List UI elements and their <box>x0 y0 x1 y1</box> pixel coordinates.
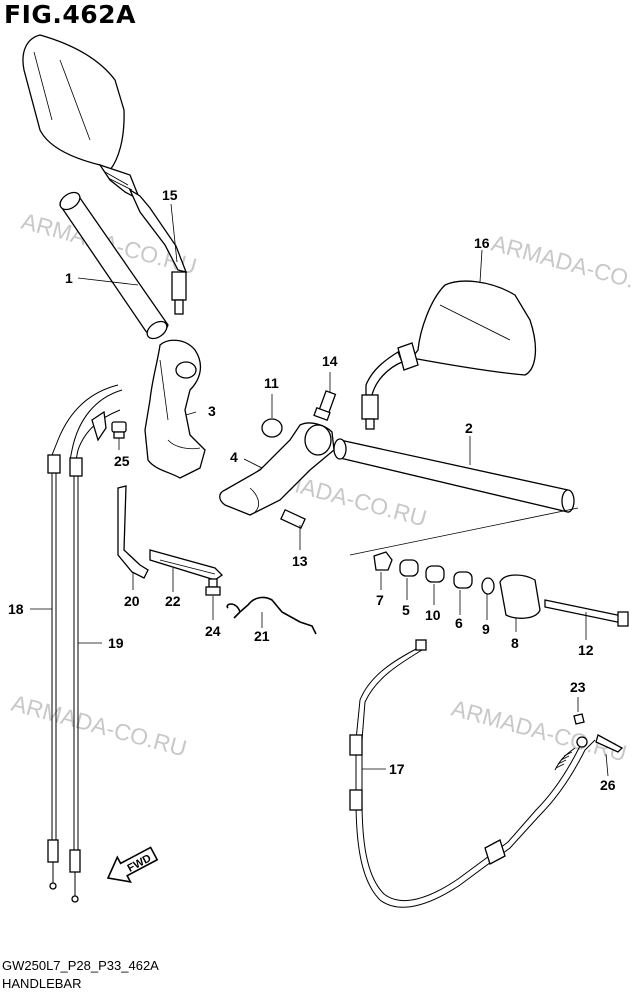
leader-line <box>349 507 579 556</box>
watermark: ARMADA-CO.RU <box>489 230 632 302</box>
callout-7: 7 <box>376 592 384 608</box>
left-mirror <box>22 34 188 315</box>
bolt-14 <box>313 390 337 421</box>
cap-11 <box>261 418 283 438</box>
figure-title: FIG.462A <box>4 0 136 29</box>
callout-11: 11 <box>264 375 279 391</box>
spacer-6 <box>453 571 473 589</box>
clamp-22 <box>149 549 224 581</box>
callout-5: 5 <box>402 602 410 618</box>
callout-18: 18 <box>8 601 24 617</box>
washer-9 <box>481 577 495 595</box>
callout-22: 22 <box>165 593 181 609</box>
screw-25 <box>111 421 127 439</box>
screw-24 <box>205 578 221 596</box>
figure-name: HANDLEBAR <box>2 976 82 991</box>
watermark: ARMADA-CO.RU <box>449 695 630 767</box>
lever-holder <box>144 339 206 479</box>
callout-2: 2 <box>465 420 473 436</box>
spacer-10 <box>425 565 445 583</box>
callouts: 1 2 3 4 5 6 7 8 9 10 11 12 13 14 15 16 1 <box>8 187 616 793</box>
balancer-weight-8 <box>499 574 541 619</box>
callout-16: 16 <box>474 235 490 251</box>
callout-21: 21 <box>254 628 270 644</box>
throttle-cables <box>47 384 123 903</box>
callout-26: 26 <box>600 777 616 793</box>
bracket-20 <box>117 485 149 579</box>
callout-19: 19 <box>108 635 124 651</box>
callout-17: 17 <box>389 761 405 777</box>
callout-10: 10 <box>425 607 441 623</box>
forward-direction-arrow: FWD <box>106 846 159 883</box>
bolt-13 <box>280 508 306 530</box>
wire-clip-21 <box>226 596 317 635</box>
callout-12: 12 <box>578 642 594 658</box>
handlebar <box>333 438 575 513</box>
callout-24: 24 <box>205 623 221 639</box>
spacer-5 <box>399 559 419 577</box>
callout-6: 6 <box>455 615 463 631</box>
callout-23: 23 <box>570 679 586 695</box>
watermark: ARMADA-CO.RU <box>9 690 190 762</box>
callout-1: 1 <box>65 270 73 286</box>
callout-14: 14 <box>322 353 338 369</box>
bar-end-7 <box>373 551 393 571</box>
callout-9: 9 <box>482 621 490 637</box>
callout-25: 25 <box>114 453 130 469</box>
callout-4: 4 <box>230 449 238 465</box>
figure-code: GW250L7_P28_P33_462A <box>2 958 159 973</box>
clutch-cable <box>349 639 624 908</box>
fwd-label: FWD <box>126 852 154 874</box>
callout-15: 15 <box>162 187 178 203</box>
left-grip <box>59 191 169 340</box>
right-mirror <box>361 280 537 430</box>
callout-20: 20 <box>124 593 140 609</box>
bolt-12 <box>544 599 629 627</box>
callout-8: 8 <box>511 635 519 651</box>
callout-13: 13 <box>292 553 308 569</box>
callout-3: 3 <box>208 403 216 419</box>
